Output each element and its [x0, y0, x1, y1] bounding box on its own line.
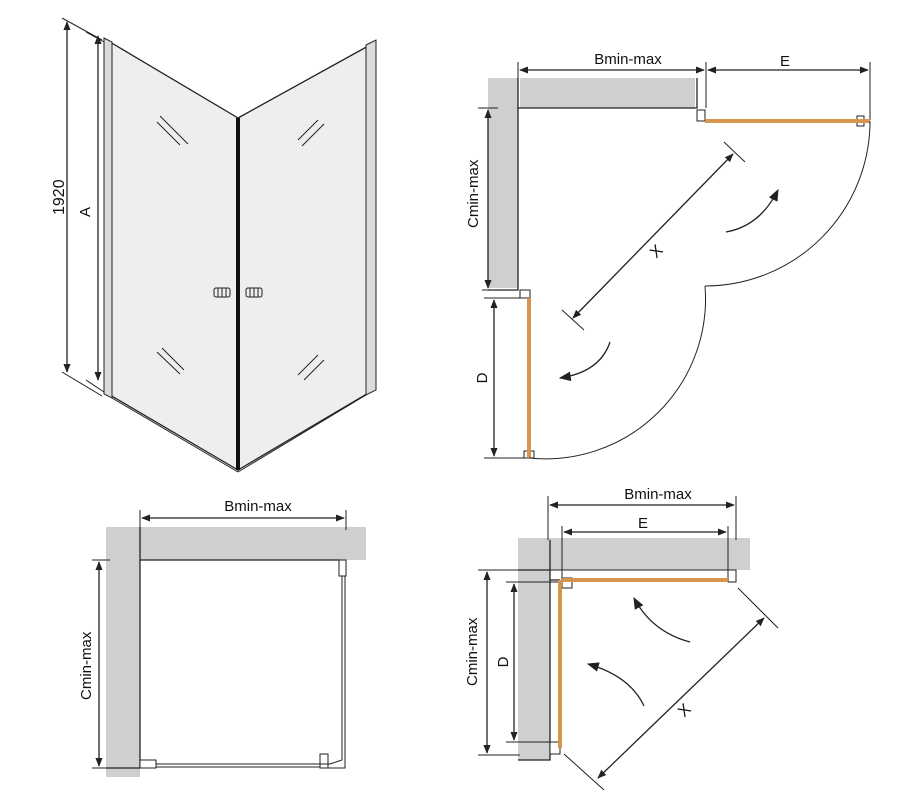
height-letter-label: A — [77, 207, 94, 217]
door-handles — [213, 287, 263, 298]
left-wall-profile — [103, 37, 113, 399]
swing-arrow-e — [725, 188, 779, 233]
b-range-label-2: Bmin-max — [224, 498, 292, 515]
plan-view-corner-entry: Bmin-max E Cmin-max D X — [464, 486, 779, 791]
d-label-1: D — [474, 372, 491, 383]
glass-reflections — [156, 115, 325, 381]
c-range-label-1: Cmin-max — [465, 159, 482, 228]
swing-arrow-d — [558, 341, 611, 382]
c-range-label-2: Cmin-max — [78, 631, 95, 700]
plan-view-swing-doors: Bmin-max E Cmin-max D X — [465, 51, 871, 460]
glass-bottom-a — [156, 759, 343, 765]
left-glass-panel — [109, 40, 239, 472]
height-value-label: 1920 — [51, 179, 68, 215]
wall-top — [520, 78, 695, 108]
e-label-1: E — [780, 53, 790, 70]
x-dimension-top-right — [572, 153, 734, 319]
b-range-label-3: Bmin-max — [624, 486, 692, 503]
swing-arrow-corner-d — [586, 662, 645, 707]
b-range-label-1: Bmin-max — [594, 51, 662, 68]
e-label-2: E — [638, 515, 648, 532]
c-range-label-3: Cmin-max — [464, 617, 481, 686]
right-wall-profile — [365, 39, 377, 396]
plan-view-square: Bmin-max Cmin-max — [78, 498, 366, 777]
d-label-2: D — [495, 656, 512, 667]
x-dimension-corner — [597, 617, 765, 779]
x-label-1: X — [647, 242, 667, 262]
enclosure-perspective-view: 1920 A — [51, 17, 377, 473]
right-glass-panel — [237, 43, 371, 472]
swing-arc-e — [704, 120, 871, 287]
x-label-2: X — [675, 701, 695, 721]
wall-top-square — [140, 527, 366, 560]
swing-arc-d — [528, 285, 706, 460]
wall-top-corner — [518, 538, 750, 570]
swing-arrow-corner-e — [633, 596, 691, 643]
wall-left-square — [106, 527, 140, 777]
wall-left-corner — [518, 570, 550, 760]
wall-left — [488, 78, 518, 288]
